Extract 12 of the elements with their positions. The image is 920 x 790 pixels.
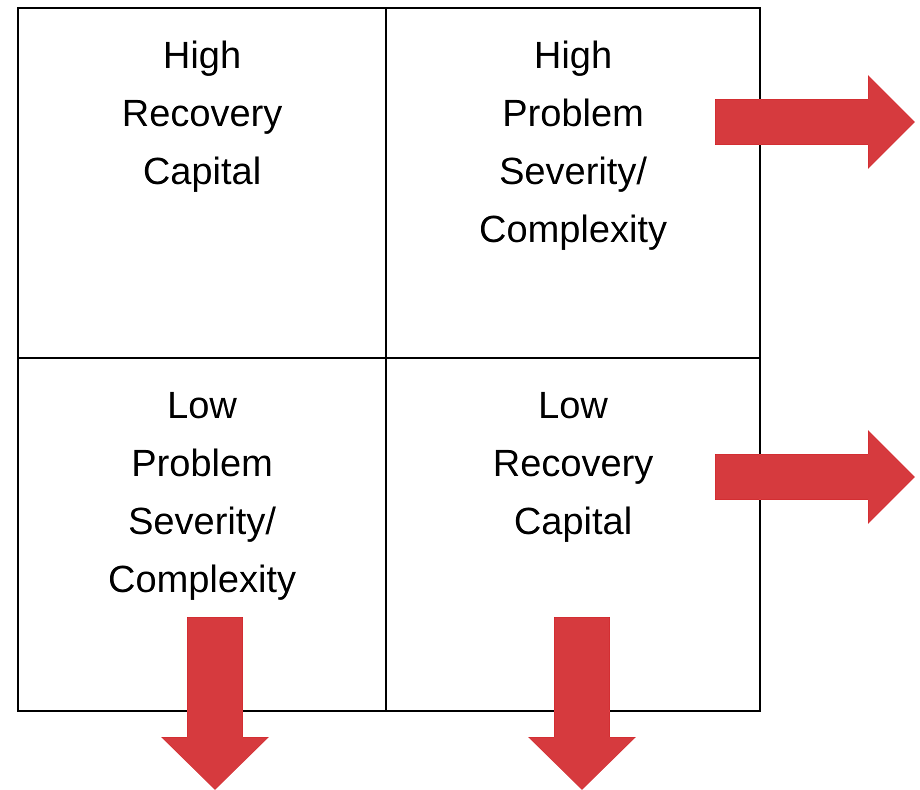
quadrant-label: High Recovery Capital <box>120 34 284 195</box>
quadrant-cell <box>17 357 387 712</box>
quadrant-cell <box>17 7 387 359</box>
block-arrow <box>715 75 915 169</box>
block-arrow <box>715 430 915 524</box>
block-arrow <box>528 617 636 790</box>
quadrant-cell <box>385 357 761 712</box>
quadrant-label: Low Problem Severity/ Complexity <box>107 384 297 603</box>
block-arrow <box>161 617 269 790</box>
quadrant-label: Low Recovery Capital <box>492 384 654 545</box>
quadrant-cell <box>385 7 761 359</box>
quadrant-label: High Problem Severity/ Complexity <box>478 34 668 253</box>
